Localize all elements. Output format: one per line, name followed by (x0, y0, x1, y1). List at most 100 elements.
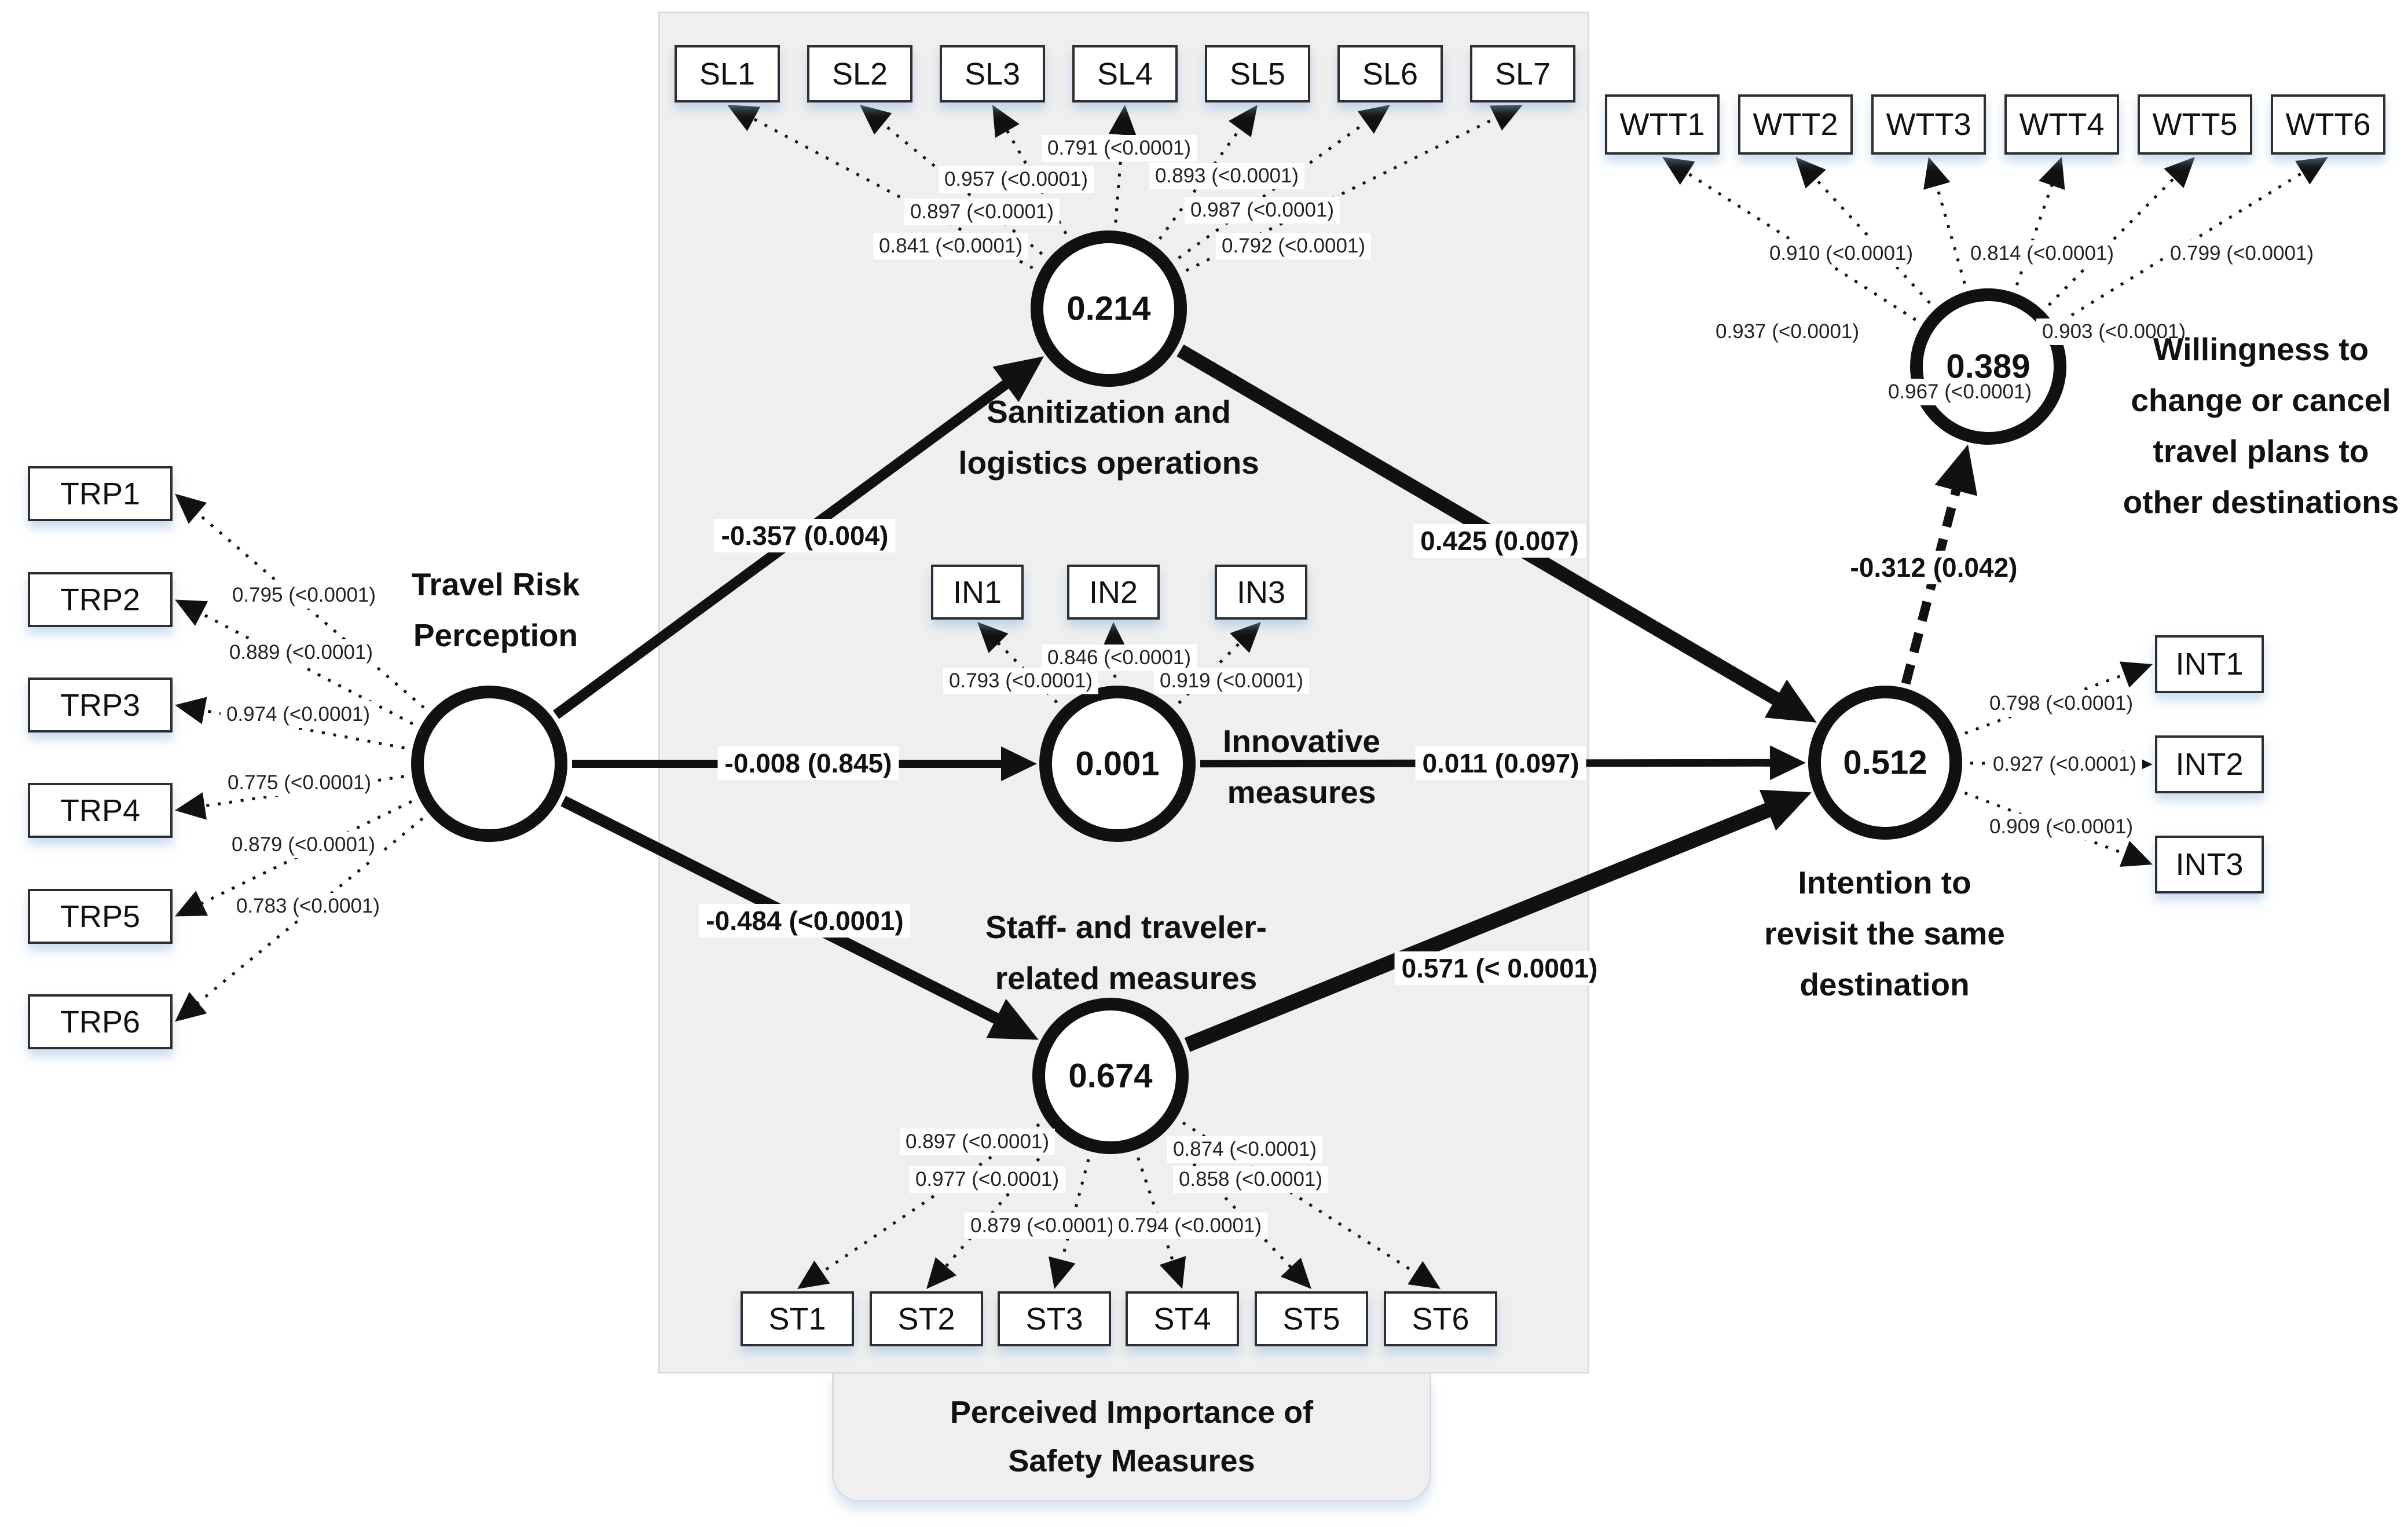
construct-label-int-line1: Intention to (1798, 865, 1971, 900)
loading-arrowhead-TRP2 (175, 599, 208, 626)
loading-arrowhead-WTT4 (2039, 157, 2065, 191)
loading-arrowhead-WTT6 (2295, 157, 2328, 185)
indicator-box-ST2: ST2 (870, 1291, 983, 1346)
construct-circle-trp (411, 686, 567, 842)
indicator-box-IN3: IN3 (1215, 565, 1307, 620)
loading-label-trp-5: 0.783 (<0.0001) (230, 893, 386, 920)
path-arrowhead-inn-int (1769, 745, 1806, 781)
indicator-box-WTT1: WTT1 (1605, 94, 1720, 155)
loading-label-inn-0: 0.793 (<0.0001) (943, 668, 1099, 694)
loading-arrowhead-IN1 (977, 622, 1009, 653)
loading-label-san-5: 0.987 (<0.0001) (1184, 197, 1340, 224)
loading-label-san-1: 0.897 (<0.0001) (904, 199, 1060, 225)
loading-line-WTT5 (2047, 174, 2178, 306)
indicator-box-ST3: ST3 (998, 1291, 1111, 1346)
loading-line-WTT2 (1811, 174, 1931, 305)
construct-value-stf: 0.674 (1068, 1057, 1153, 1095)
loading-label-int-2: 0.909 (<0.0001) (1983, 814, 2139, 840)
loading-label-int-0: 0.798 (<0.0001) (1983, 690, 2139, 717)
path-coefficient-trp-san: -0.357 (0.004) (714, 519, 896, 552)
construct-label-wtt-line3: travel plans to (2153, 433, 2369, 469)
loading-line-SL4 (1114, 130, 1125, 223)
loading-label-wtt-5: 0.799 (<0.0001) (2164, 240, 2320, 267)
indicator-box-TRP6: TRP6 (28, 994, 173, 1049)
loading-arrowhead-TRP1 (175, 493, 207, 524)
construct-label-trp-line2: Perception (413, 617, 578, 653)
indicator-box-WTT5: WTT5 (2138, 94, 2252, 155)
path-arrowhead-int-wtt (1934, 444, 1978, 496)
indicator-box-INT1: INT1 (2155, 635, 2264, 693)
loading-line-ST4 (1137, 1157, 1176, 1266)
construct-label-stf-line1: Staff- and traveler- (985, 909, 1267, 945)
loading-arrowhead-IN3 (1230, 622, 1261, 653)
loading-line-TRP6 (193, 817, 424, 1007)
path-arrowhead-stf-int (1759, 789, 1812, 831)
loading-arrowhead-INT3 (2119, 841, 2153, 867)
safety-panel-label: Perceived Importance of Safety Measures (950, 1389, 1313, 1485)
loading-label-int-1: 0.927 (<0.0001) (1986, 751, 2143, 778)
indicator-box-WTT4: WTT4 (2004, 94, 2119, 155)
construct-circle-stf (1032, 998, 1189, 1154)
construct-label-stf-line2: related measures (995, 960, 1258, 996)
path-arrowhead-trp-stf (986, 998, 1039, 1040)
loading-label-stf-0: 0.897 (<0.0001) (899, 1129, 1055, 1155)
path-arrowhead-trp-san (992, 356, 1044, 402)
loading-label-stf-1: 0.977 (<0.0001) (909, 1166, 1065, 1193)
loading-arrowhead-ST6 (1408, 1261, 1441, 1289)
construct-label-inn-line1: Innovative (1222, 723, 1381, 759)
loading-label-san-2: 0.957 (<0.0001) (938, 166, 1094, 193)
indicator-box-TRP5: TRP5 (28, 889, 173, 944)
loading-label-trp-1: 0.889 (<0.0001) (223, 639, 379, 666)
path-coefficient-trp-inn: -0.008 (0.845) (717, 746, 899, 780)
construct-circle-int (1808, 686, 1962, 840)
loading-line-TRP1 (193, 509, 425, 709)
indicator-box-INT3: INT3 (2155, 836, 2264, 894)
loading-label-wtt-2: 0.967 (<0.0001) (1882, 379, 2038, 405)
loading-label-stf-5: 0.874 (<0.0001) (1167, 1136, 1323, 1163)
loading-arrowhead-TRP6 (175, 991, 207, 1022)
indicator-box-SL2: SL2 (807, 45, 912, 102)
loading-label-trp-3: 0.775 (<0.0001) (221, 770, 377, 796)
loading-arrowhead-WTT5 (2164, 157, 2195, 188)
loading-line-WTT4 (2015, 180, 2055, 286)
construct-label-san-line1: Sanitization and (987, 394, 1231, 430)
indicator-box-SL4: SL4 (1072, 45, 1178, 102)
loading-arrowhead-SL2 (860, 105, 892, 135)
loading-line-WTT6 (2061, 169, 2307, 323)
loading-arrowhead-WTT2 (1795, 157, 1826, 189)
loading-line-ST2 (941, 1140, 1055, 1271)
loading-label-wtt-3: 0.814 (<0.0001) (1964, 240, 2120, 267)
construct-label-trp-line1: Travel Risk (411, 566, 580, 602)
indicator-box-WTT6: WTT6 (2271, 94, 2385, 155)
path-coefficient-trp-stf: -0.484 (<0.0001) (699, 904, 911, 938)
loading-label-trp-0: 0.795 (<0.0001) (226, 582, 382, 609)
indicator-box-SL1: SL1 (675, 45, 780, 102)
loading-line-ST3 (1059, 1159, 1090, 1265)
loading-label-inn-2: 0.919 (<0.0001) (1153, 668, 1310, 694)
path-arrowhead-trp-inn (1001, 746, 1037, 781)
loading-arrowhead-SL1 (727, 105, 761, 131)
indicator-box-IN1: IN1 (931, 565, 1024, 620)
indicator-box-ST5: ST5 (1255, 1291, 1368, 1346)
path-coefficient-int-wtt: -0.312 (0.042) (1843, 551, 2025, 584)
indicator-box-TRP2: TRP2 (28, 572, 173, 627)
loading-label-stf-4: 0.858 (<0.0001) (1172, 1166, 1329, 1193)
construct-label-stf: Staff- and traveler-related measures (985, 902, 1267, 1004)
loading-arrowhead-ST5 (1280, 1257, 1311, 1289)
loading-label-trp-2: 0.974 (<0.0001) (220, 701, 376, 728)
indicator-box-ST4: ST4 (1126, 1291, 1239, 1346)
indicator-box-SL6: SL6 (1337, 45, 1443, 102)
loading-label-san-0: 0.841 (<0.0001) (873, 233, 1029, 259)
loading-arrowhead-SL3 (992, 105, 1020, 138)
loading-arrowhead-ST1 (797, 1260, 830, 1289)
loading-line-WTT3 (1934, 181, 1966, 284)
safety-panel-label-line2: Safety Measures (1008, 1443, 1255, 1478)
loading-line-ST5 (1168, 1137, 1295, 1272)
loading-arrowhead-WTT3 (1923, 157, 1951, 190)
indicator-box-TRP4: TRP4 (28, 783, 173, 838)
loading-arrowhead-ST4 (1159, 1256, 1186, 1289)
indicator-box-WTT3: WTT3 (1871, 94, 1986, 155)
